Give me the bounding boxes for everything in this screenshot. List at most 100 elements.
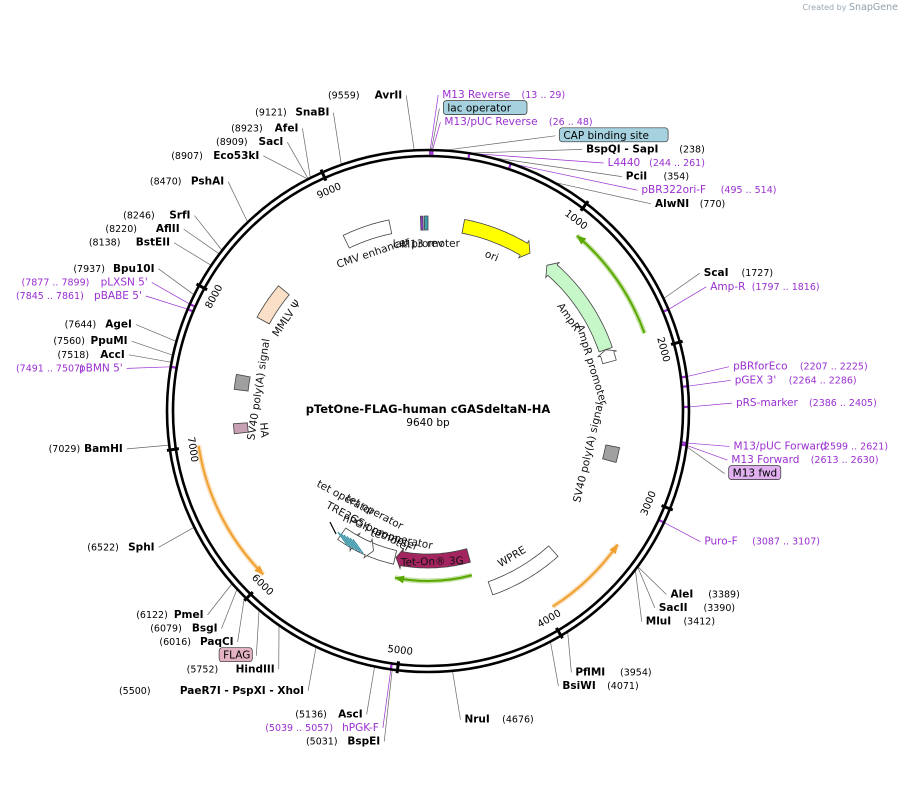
site-name-saci[interactable]: SacI: [259, 136, 284, 148]
tick-label-9000: 9000: [315, 181, 343, 201]
site-name-nrui[interactable]: NruI: [464, 714, 489, 726]
site-pos-snabi: (9121): [255, 108, 287, 119]
site-pos-afei: (8923): [231, 124, 263, 135]
feature-ha-8[interactable]: [233, 422, 249, 435]
site-name-bspqi-sapi[interactable]: BspQI - SapI: [586, 143, 658, 155]
feature-ori-0[interactable]: [461, 219, 531, 259]
box-cap-binding-site[interactable]: [558, 127, 669, 143]
tet-operator-tick: [329, 521, 337, 535]
site-name-prs-marker[interactable]: pRS-marker: [736, 397, 799, 409]
leader-prs-marker: [688, 402, 732, 408]
site-name-asci[interactable]: AscI: [338, 708, 363, 720]
site-name-alwni[interactable]: AlwNI: [655, 198, 689, 210]
site-name-l4440[interactable]: L4440: [608, 157, 641, 169]
box-label-flag: FLAG: [223, 650, 250, 662]
leader-paer7i-pspxi-xhoi: [307, 646, 317, 691]
leader-alwni: [553, 181, 652, 205]
site-pos-pflmi: (3954): [620, 667, 652, 678]
feature-ampr-promoter-2[interactable]: [597, 349, 617, 365]
tet-operator-mark: [346, 536, 358, 551]
site-pos-puro-f: (3087 .. 3107): [752, 537, 820, 548]
site-name-pflmi[interactable]: PflMI: [575, 666, 605, 678]
tick-label-1000: 1000: [562, 208, 589, 232]
tick-label-7000: 7000: [185, 436, 200, 463]
site-name-m13-puc-reverse[interactable]: M13/pUC Reverse: [444, 116, 537, 128]
site-name-m13-forward[interactable]: M13 Forward: [731, 454, 799, 466]
site-name-acci[interactable]: AccI: [100, 349, 124, 361]
label-leader-lines: [126, 94, 732, 742]
feature-label-ha-8: HA: [257, 422, 270, 439]
tick-mark-9000: [319, 169, 328, 182]
site-name-bsteii[interactable]: BstEII: [136, 237, 170, 249]
site-pos-bsiwi: (4071): [607, 681, 639, 692]
site-name-paqci[interactable]: PaqCI: [200, 636, 234, 648]
site-name-ppumi[interactable]: PpuMI: [91, 335, 128, 347]
site-name-plxsn-5[interactable]: pLXSN 5': [101, 276, 148, 288]
site-name-m13-reverse[interactable]: M13 Reverse: [442, 89, 510, 101]
site-name-pbabe-5[interactable]: pBABE 5': [94, 290, 142, 302]
site-name-puro-f[interactable]: Puro-F: [704, 536, 737, 548]
site-name-alei[interactable]: AleI: [670, 588, 693, 600]
site-pos-bpu10i: (7937): [73, 264, 105, 275]
site-pos-saci: (8909): [216, 137, 248, 148]
site-pos-sphi: (6522): [87, 542, 119, 553]
site-name-bsgi[interactable]: BsgI: [192, 622, 218, 634]
leader-amp-r: [668, 286, 707, 310]
site-name-bsiwi[interactable]: BsiWI: [562, 680, 595, 692]
feature-wpre-4[interactable]: [487, 545, 559, 596]
leader-bsteii: [173, 242, 212, 266]
feature-tet-on-3g-5[interactable]: [395, 547, 471, 571]
site-name-pbr322ori-f[interactable]: pBR322ori-F: [641, 184, 706, 196]
site-name-pmei[interactable]: PmeI: [174, 609, 204, 621]
site-pos-hpgk-f: (5039 .. 5057): [265, 723, 333, 734]
feature-sv40-poly-a-signal-9[interactable]: [233, 373, 251, 392]
site-name-sacii[interactable]: SacII: [659, 602, 688, 614]
feature-m13-rev-12[interactable]: [419, 215, 424, 231]
site-name-agei[interactable]: AgeI: [105, 319, 132, 331]
site-name-pbrforeco[interactable]: pBRforEco: [733, 361, 787, 373]
leader-m13-reverse: [429, 94, 439, 151]
orf-arrowhead-3: [254, 565, 264, 575]
site-name-bspei[interactable]: BspEI: [347, 736, 380, 748]
tick-label-5000: 5000: [387, 644, 414, 658]
feature-cmv-enhancer-11[interactable]: [342, 219, 393, 249]
site-name-pbmn-5[interactable]: pBMN 5': [79, 362, 123, 374]
site-name-pcii[interactable]: PciI: [626, 171, 647, 183]
tet-operator-mark: [343, 534, 355, 550]
site-name-pshai[interactable]: PshAI: [191, 176, 224, 188]
site-name-sphi[interactable]: SphI: [128, 541, 154, 553]
box-lac-operator[interactable]: [443, 100, 528, 115]
site-name-amp-r[interactable]: Amp-R: [710, 281, 745, 293]
site-name-afei[interactable]: AfeI: [275, 123, 299, 135]
site-name-aflii[interactable]: AflII: [156, 223, 180, 235]
site-pos-nrui: (4676): [502, 715, 534, 726]
site-name-eco53ki[interactable]: Eco53kI: [213, 150, 259, 162]
site-name-bamhi[interactable]: BamHI: [84, 443, 123, 455]
feature-lac-promoter-13[interactable]: [423, 215, 429, 231]
site-name-scai[interactable]: ScaI: [704, 267, 729, 279]
feature-mmlv-10[interactable]: [256, 285, 290, 325]
orf-arrowhead-1: [609, 544, 618, 555]
leader-asci: [366, 666, 375, 715]
feature-sv40-poly-a-signal-3[interactable]: [602, 444, 620, 464]
site-name-m13-puc-forward[interactable]: M13/pUC Forward: [734, 440, 827, 452]
site-name-bpu10i[interactable]: Bpu10I: [113, 263, 155, 275]
site-name-pgex-3[interactable]: pGEX 3': [735, 374, 777, 386]
site-name-paer7i-pspxi-xhoi[interactable]: PaeR7I - PspXI - XhoI: [180, 685, 304, 697]
box-m13-fwd[interactable]: [728, 465, 782, 481]
site-pos-agei: (7644): [65, 320, 97, 331]
site-name-avrii[interactable]: AvrII: [375, 89, 403, 101]
site-name-snabi[interactable]: SnaBI: [295, 107, 329, 119]
tick-label-8000: 8000: [204, 283, 226, 311]
leader-pgex-3: [687, 379, 731, 387]
leader-hpgk-f: [382, 669, 392, 729]
site-pos-scai: (1727): [741, 268, 773, 279]
site-name-hindiii[interactable]: HindIII: [236, 663, 275, 675]
site-name-srfi[interactable]: SrfI: [169, 210, 190, 222]
leader-alei: [637, 566, 667, 595]
site-name-mlui[interactable]: MluI: [646, 616, 671, 628]
leader-bspqi-sapi: [468, 149, 583, 154]
box-flag[interactable]: [218, 647, 253, 663]
site-name-hpgk-f[interactable]: hPGK-F: [342, 722, 379, 734]
leader-sacii: [637, 566, 656, 609]
